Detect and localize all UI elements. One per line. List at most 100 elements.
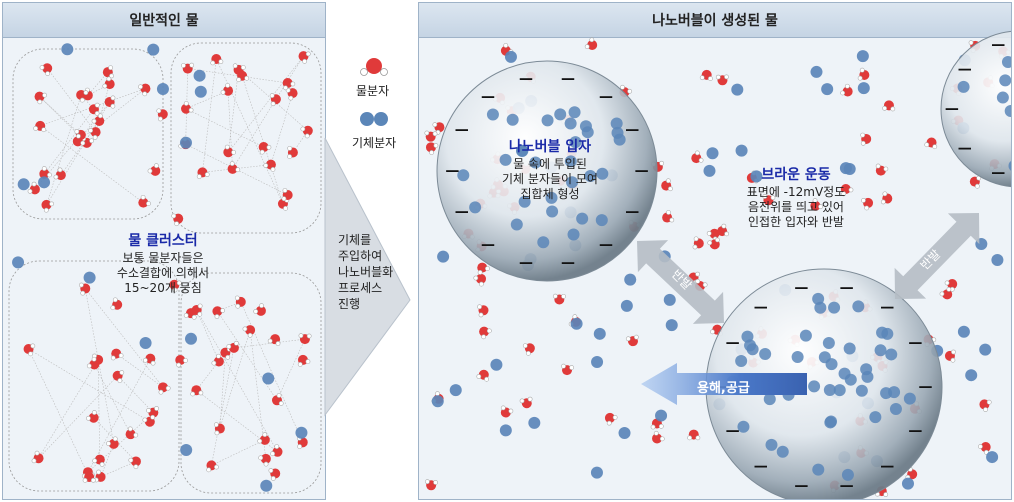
gas-molecule bbox=[437, 250, 450, 263]
water-molecule bbox=[860, 132, 872, 146]
water-molecule bbox=[196, 167, 210, 179]
water-molecule bbox=[662, 210, 675, 223]
water-molecule bbox=[282, 77, 296, 91]
water-molecule bbox=[227, 161, 241, 174]
water-molecule bbox=[88, 127, 101, 140]
water-molecule bbox=[270, 444, 283, 457]
gas-molecule bbox=[856, 50, 869, 63]
water-molecule bbox=[552, 293, 566, 305]
gas-molecule bbox=[655, 409, 668, 422]
bubble-desc-1: 물 속에 투입된 bbox=[513, 157, 587, 171]
process-text: 기체를 주입하여 나노버블화 프로세스 진행 bbox=[338, 232, 393, 312]
water-molecule bbox=[212, 306, 226, 319]
cluster-title: 물 클러스터 bbox=[128, 233, 198, 249]
water-molecule bbox=[156, 108, 168, 122]
water-molecule bbox=[285, 87, 298, 101]
water-molecule bbox=[181, 62, 195, 74]
water-molecule bbox=[604, 412, 618, 426]
water-molecule bbox=[298, 51, 311, 64]
water-molecule bbox=[253, 303, 266, 316]
water-molecule bbox=[939, 287, 953, 300]
water-molecule bbox=[882, 100, 896, 112]
dissolve-label: 용해,공급 bbox=[697, 381, 750, 396]
legend-water-label: 물분자 bbox=[356, 84, 390, 98]
charge-mark: — bbox=[908, 335, 922, 351]
cluster-label: 물 클러스터 보통 물분자들은 수소결합에 의해서 15~20개 뭉침 bbox=[63, 231, 263, 296]
charge-mark: — bbox=[958, 140, 972, 156]
water-molecule bbox=[31, 450, 44, 464]
water-molecule bbox=[146, 406, 159, 418]
water-molecule bbox=[158, 382, 171, 395]
water-molecule bbox=[86, 410, 99, 423]
charge-mark: — bbox=[880, 458, 894, 474]
water-molecule bbox=[258, 142, 272, 155]
water-molecule bbox=[33, 120, 47, 133]
water-molecule bbox=[519, 396, 533, 409]
cluster-outline bbox=[180, 272, 322, 494]
water-molecule bbox=[142, 353, 156, 366]
gas-molecule bbox=[179, 136, 192, 149]
charge-mark: — bbox=[445, 163, 459, 179]
water-molecule bbox=[857, 67, 870, 81]
water-molecule bbox=[298, 333, 312, 345]
left-molecule-field bbox=[8, 42, 322, 494]
water-molecule bbox=[82, 472, 96, 483]
gas-molecule bbox=[61, 43, 74, 56]
water-molecule bbox=[287, 145, 298, 159]
water-molecule bbox=[257, 432, 270, 445]
water-molecule bbox=[72, 133, 86, 147]
water-molecule bbox=[715, 74, 729, 86]
charge-mark: — bbox=[908, 423, 922, 439]
brownian-desc-1: 표면에 -12mV정도 bbox=[746, 185, 846, 199]
gas-molecule bbox=[750, 170, 763, 183]
gas-molecule bbox=[624, 273, 637, 286]
water-molecule bbox=[39, 63, 53, 76]
water-molecule bbox=[41, 199, 55, 213]
water-molecule bbox=[425, 142, 439, 155]
water-molecule bbox=[106, 436, 119, 449]
water-molecule bbox=[213, 422, 225, 436]
water-molecule bbox=[169, 279, 182, 293]
cluster-desc-2: 수소결합에 의해서 bbox=[116, 266, 210, 280]
charge-mark: — bbox=[794, 478, 808, 494]
gas-molecule bbox=[139, 337, 152, 350]
water-molecule bbox=[978, 442, 991, 455]
charge-mark: — bbox=[991, 165, 1005, 181]
charge-mark: — bbox=[945, 101, 959, 117]
gas-molecule bbox=[431, 395, 444, 408]
gas-molecule bbox=[499, 424, 512, 437]
process-line-3: 나노버블화 bbox=[338, 265, 394, 279]
gas-molecule bbox=[193, 69, 206, 82]
water-molecule bbox=[112, 370, 125, 383]
nanobubble-1: —————————————— bbox=[436, 60, 658, 282]
charge-mark: — bbox=[625, 204, 639, 220]
cluster-desc-3: 15~20개 뭉침 bbox=[124, 281, 202, 295]
water-molecule bbox=[223, 144, 236, 158]
water-molecule bbox=[584, 37, 598, 51]
gas-molecule bbox=[38, 176, 51, 189]
gas-molecule bbox=[504, 50, 517, 63]
gas-molecule bbox=[184, 332, 197, 345]
water-molecule bbox=[269, 93, 281, 107]
gas-molecule bbox=[618, 427, 631, 440]
water-molecule bbox=[979, 399, 992, 412]
water-molecule bbox=[432, 122, 445, 135]
water-molecule bbox=[142, 414, 156, 427]
bubble-desc-3: 집합체 형성 bbox=[520, 187, 580, 201]
rebound-arrow-2 bbox=[894, 213, 980, 299]
water-molecule bbox=[625, 334, 639, 347]
charge-mark: — bbox=[561, 255, 575, 271]
water-molecule bbox=[220, 83, 234, 96]
legend-gas-label: 기체분자 bbox=[352, 136, 397, 150]
water-molecule bbox=[652, 430, 665, 444]
gas-molecule bbox=[706, 147, 719, 160]
gas-molecule bbox=[901, 477, 914, 490]
charge-mark: — bbox=[726, 335, 740, 351]
water-molecule bbox=[234, 295, 246, 309]
process-line-1: 기체를 bbox=[338, 233, 372, 247]
water-molecule bbox=[707, 237, 720, 250]
water-molecule bbox=[53, 167, 66, 181]
gas-molecule bbox=[839, 162, 852, 175]
water-molecule bbox=[88, 102, 100, 116]
gas-molecule bbox=[194, 85, 207, 98]
